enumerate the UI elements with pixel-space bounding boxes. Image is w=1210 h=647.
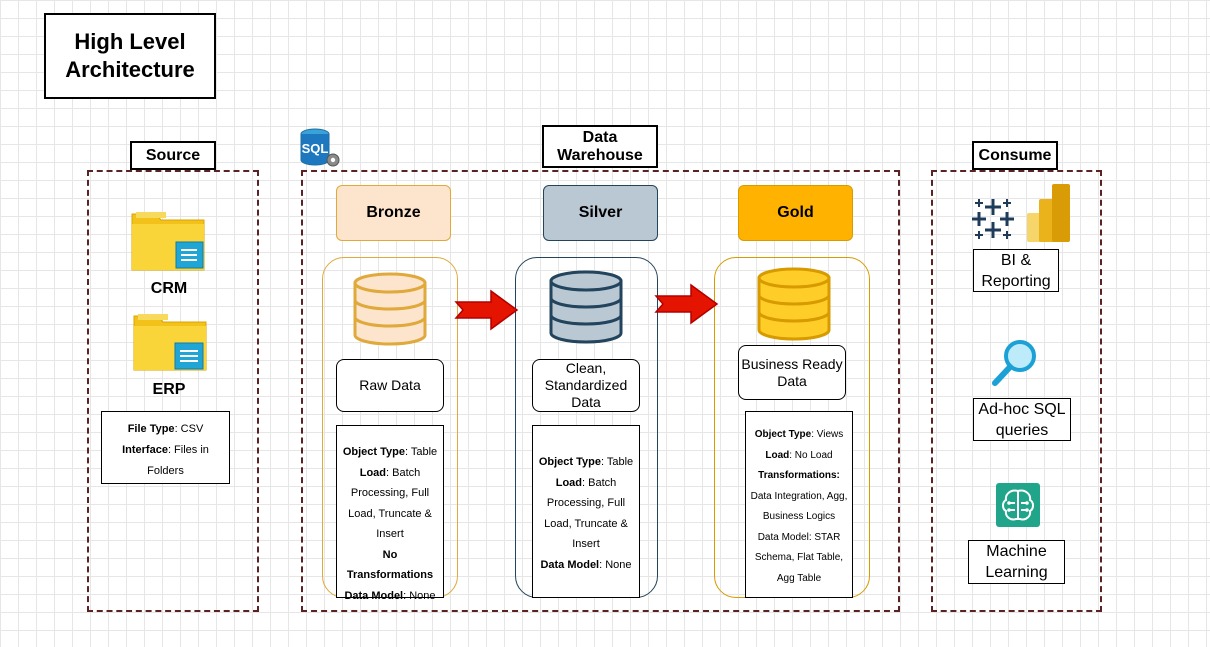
bronze-database-icon [353,272,427,346]
gold-spec-data-model: Data Model: STAR Schema, Flat Table, Agg… [748,528,850,590]
spec-value: : Table [404,446,438,458]
silver-spec-box: Object Type: Table Load: Batch Processin… [532,425,640,598]
spec-value: : Batch Processing, Full Load, Truncate … [348,466,432,541]
bronze-spec-load: Load: Batch Processing, Full Load, Trunc… [339,463,441,545]
database-band [353,316,427,328]
interface-value: : Files in Folders [147,444,209,477]
bronze-to-silver-arrow [454,289,519,331]
adhoc-sql-box: Ad-hoc SQL queries [973,398,1071,441]
machine-learning-box: Machine Learning [968,540,1065,584]
consume-header: Consume [972,141,1058,170]
tableau-icon [972,199,1014,239]
spec-label: Object Type [754,429,812,440]
spec-value: : No Load [789,449,833,461]
spec-label: Load [765,449,790,461]
silver-spec-data-model: Data Model: None [535,555,637,576]
gold-database-icon [757,267,831,341]
erp-label: ERP [152,381,186,398]
spec-value: Data Integration, Agg, Business Logics [750,490,848,523]
bronze-description: Raw Data [336,359,444,412]
warehouse-section-frame [301,170,900,612]
database-band [757,311,831,323]
interface-label: Interface [122,444,168,456]
database-body [549,279,623,344]
spec-value: : None [403,589,436,602]
machine-learning-brain-icon [996,483,1040,527]
bronze-spec-object-type: Object Type: Table [339,442,441,463]
silver-layer-header: Silver [543,185,658,241]
gold-layer-header: Gold [738,185,853,241]
spec-label: Load [359,466,387,479]
bronze-spec-box: Object Type: Table Load: Batch Processin… [336,425,444,602]
power-bi-icon [1027,184,1070,242]
database-band [757,294,831,306]
consume-section-frame [931,170,1102,612]
sql-database-icon: SQL [300,128,340,167]
spec-value: : None [599,558,632,571]
database-lid [353,272,427,294]
database-band [353,299,427,311]
bronze-spec-data-model: Data Model: None [339,586,441,607]
database-body [353,281,427,346]
source-header: Source [130,141,216,170]
gold-spec-box: Object Type: Views Load: No Load Transfo… [745,411,853,598]
interface-line: Interface: Files in Folders [104,440,227,482]
crm-folder-icon [131,212,205,271]
database-lid [757,267,831,289]
search-magnifier-icon [992,340,1036,386]
spec-label: Transformations: [758,470,840,481]
database-band [549,314,623,326]
database-band [549,297,623,309]
silver-database-icon [549,270,623,344]
silver-spec-object-type: Object Type: Table [535,452,637,473]
gold-spec-load: Load: No Load [748,446,850,467]
bronze-layer-header: Bronze [336,185,451,241]
sql-icon-text: SQL [302,141,329,156]
spec-value: Data Model: STAR Schema, Flat Table, Agg… [754,531,844,584]
data-warehouse-header: Data Warehouse [542,125,658,168]
erp-folder-icon [133,314,207,371]
crm-label: CRM [150,280,188,297]
source-section-frame [87,170,259,612]
silver-spec-load: Load: Batch Processing, Full Load, Trunc… [535,473,637,555]
page-title: High Level Architecture [44,13,216,99]
spec-value: : Views [811,429,844,440]
file-type-value: : CSV [174,423,204,435]
spec-label: Data Model [344,589,404,602]
spec-label: Object Type [538,456,601,468]
spec-value: : Table [600,456,634,468]
gold-spec-object-type: Object Type: Views [748,425,850,446]
file-type-line: File Type: CSV [104,419,227,440]
bi-reporting-box: BI & Reporting [973,249,1059,292]
source-spec-box: File Type: CSV Interface: Files in Folde… [101,411,230,484]
spec-value: : Batch Processing, Full Load, Truncate … [544,476,628,551]
spec-label: No Transformations [346,548,434,582]
gold-spec-transformations: Transformations: Data Integration, Agg, … [748,466,850,528]
silver-to-gold-arrow [654,283,719,325]
spec-label: Load [555,476,583,489]
gold-description: Business Ready Data [738,345,846,400]
bronze-spec-transformations: No Transformations [339,545,441,586]
spec-label: Data Model [540,558,600,571]
database-body [757,276,831,341]
database-lid [549,270,623,292]
spec-label: Object Type [342,446,405,458]
silver-description: Clean, Standardized Data [532,359,640,412]
file-type-label: File Type [127,423,175,435]
